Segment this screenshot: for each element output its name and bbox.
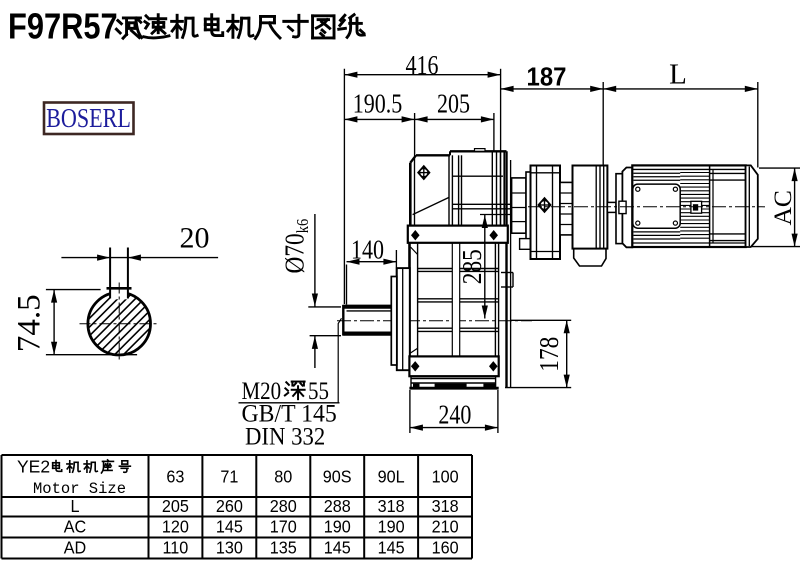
svg-text:187: 187 bbox=[527, 63, 567, 92]
svg-text:145: 145 bbox=[324, 538, 351, 558]
svg-text:160: 160 bbox=[432, 538, 459, 558]
svg-text:135: 135 bbox=[270, 538, 297, 558]
svg-text:AD: AD bbox=[64, 538, 86, 558]
svg-text:Motor Size: Motor Size bbox=[33, 480, 126, 498]
svg-text:145: 145 bbox=[216, 517, 243, 537]
svg-text:416: 416 bbox=[406, 51, 439, 81]
svg-text:260: 260 bbox=[216, 496, 243, 516]
svg-text:318: 318 bbox=[378, 496, 405, 516]
svg-text:90L: 90L bbox=[378, 467, 405, 487]
svg-text:240: 240 bbox=[438, 400, 471, 430]
svg-text:205: 205 bbox=[162, 496, 189, 516]
svg-text:205: 205 bbox=[437, 90, 470, 120]
svg-text:AC: AC bbox=[64, 517, 86, 537]
svg-text:285: 285 bbox=[456, 249, 487, 284]
svg-text:YE2: YE2 bbox=[17, 457, 50, 477]
svg-text:190.5: 190.5 bbox=[353, 90, 402, 120]
svg-text:55: 55 bbox=[308, 376, 329, 404]
svg-text:BOSERL: BOSERL bbox=[46, 104, 131, 134]
svg-text:DIN 332: DIN 332 bbox=[245, 424, 325, 451]
svg-text:190: 190 bbox=[324, 517, 351, 537]
svg-text:140: 140 bbox=[351, 235, 384, 265]
svg-text:288: 288 bbox=[324, 496, 351, 516]
svg-text:190: 190 bbox=[378, 517, 405, 537]
svg-text:120: 120 bbox=[162, 517, 189, 537]
svg-text:20: 20 bbox=[180, 222, 210, 255]
svg-text:170: 170 bbox=[270, 517, 297, 537]
svg-text:F97R57: F97R57 bbox=[8, 6, 118, 47]
svg-text:80: 80 bbox=[274, 467, 292, 487]
svg-text:178: 178 bbox=[533, 337, 564, 372]
svg-text:L: L bbox=[669, 59, 687, 91]
svg-text:318: 318 bbox=[432, 496, 459, 516]
svg-text:90S: 90S bbox=[323, 467, 352, 487]
svg-text:GB/T 145: GB/T 145 bbox=[242, 400, 337, 428]
svg-text:63: 63 bbox=[166, 467, 184, 487]
svg-text:AC: AC bbox=[768, 190, 797, 225]
svg-text:100: 100 bbox=[432, 467, 459, 487]
svg-text:280: 280 bbox=[270, 496, 297, 516]
svg-text:71: 71 bbox=[220, 467, 238, 487]
svg-text:L: L bbox=[70, 496, 79, 516]
svg-text:130: 130 bbox=[216, 538, 243, 558]
svg-text:74.5: 74.5 bbox=[12, 294, 48, 352]
svg-text:145: 145 bbox=[378, 538, 405, 558]
svg-text:110: 110 bbox=[162, 538, 188, 558]
svg-text:M20: M20 bbox=[242, 376, 282, 404]
svg-text:210: 210 bbox=[432, 517, 459, 537]
